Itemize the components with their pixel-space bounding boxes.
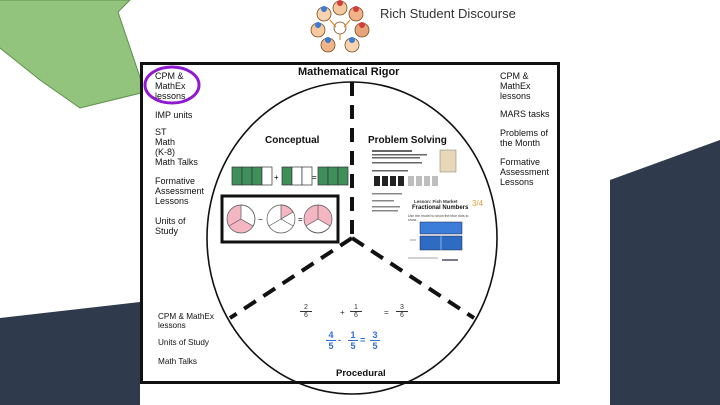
svg-text:=: = bbox=[312, 173, 317, 182]
eq2-a-denominator: 5 bbox=[328, 341, 334, 351]
sector-procedural: Procedural bbox=[336, 368, 386, 379]
eq2-c-denominator: 5 bbox=[372, 341, 378, 351]
bottom-item-units: Units of Study bbox=[158, 338, 209, 347]
left-item-st-math: ST Math (K-8) bbox=[155, 127, 176, 158]
left-item-imp: IMP units bbox=[155, 110, 193, 120]
right-item-cpm: CPM & MathEx lessons bbox=[500, 71, 531, 102]
eq1-c-numerator: 3 bbox=[400, 304, 404, 311]
worksheet-note: Use the model to show the blue dots to s… bbox=[408, 214, 469, 222]
svg-text:=: = bbox=[298, 215, 303, 224]
eq2-b-numerator: 1 bbox=[350, 330, 356, 340]
bottom-item-math-talks: Math Talks bbox=[158, 357, 197, 366]
sector-problem-solving: Problem Solving bbox=[368, 135, 447, 146]
left-item-math-talks: Math Talks bbox=[155, 157, 198, 167]
eq1-equals: = bbox=[384, 308, 389, 317]
left-item-units: Units of Study bbox=[155, 216, 186, 237]
left-item-cpm: CPM & MathEx lessons bbox=[155, 71, 186, 102]
diagram-title: Mathematical Rigor bbox=[298, 66, 400, 78]
svg-text:+: + bbox=[274, 173, 279, 182]
equation-row-2: 4 5 - 1 5 = 3 5 bbox=[322, 330, 382, 354]
svg-text:−: − bbox=[258, 215, 263, 224]
left-item-formative: Formative Assessment Lessons bbox=[155, 176, 205, 207]
right-item-formative: Formative Assessment Lessons bbox=[500, 157, 550, 188]
eq2-equals: = bbox=[360, 335, 366, 345]
bottom-item-cpm: CPM & MathEx lessons bbox=[158, 312, 214, 331]
eq2-a-numerator: 4 bbox=[328, 330, 334, 340]
svg-text:3/4: 3/4 bbox=[472, 199, 484, 208]
right-item-potm: Problems of the Month bbox=[500, 128, 549, 149]
eq1-a-denominator: 6 bbox=[304, 312, 308, 319]
eq1-b-denominator: 6 bbox=[354, 312, 358, 319]
sector-conceptual: Conceptual bbox=[265, 135, 320, 146]
slide-title: Rich Student Discourse bbox=[380, 6, 516, 21]
worksheet-subheading: Lesson: Fish Market bbox=[414, 199, 458, 204]
eq1-b-numerator: 1 bbox=[354, 304, 358, 311]
eq1-a-numerator: 2 bbox=[304, 304, 308, 311]
eq2-c-numerator: 3 bbox=[372, 330, 378, 340]
eq2-b-denominator: 5 bbox=[350, 341, 356, 351]
right-item-mars: MARS tasks bbox=[500, 109, 550, 119]
equation-row-1: 2 6 + 1 6 = 3 6 bbox=[296, 304, 412, 328]
worksheet-heading: Fractional Numbers bbox=[412, 205, 469, 211]
students-circle-illustration bbox=[304, 0, 376, 54]
eq1-c-denominator: 6 bbox=[400, 312, 404, 319]
eq2-minus: - bbox=[338, 335, 341, 345]
eq1-plus: + bbox=[340, 308, 345, 317]
